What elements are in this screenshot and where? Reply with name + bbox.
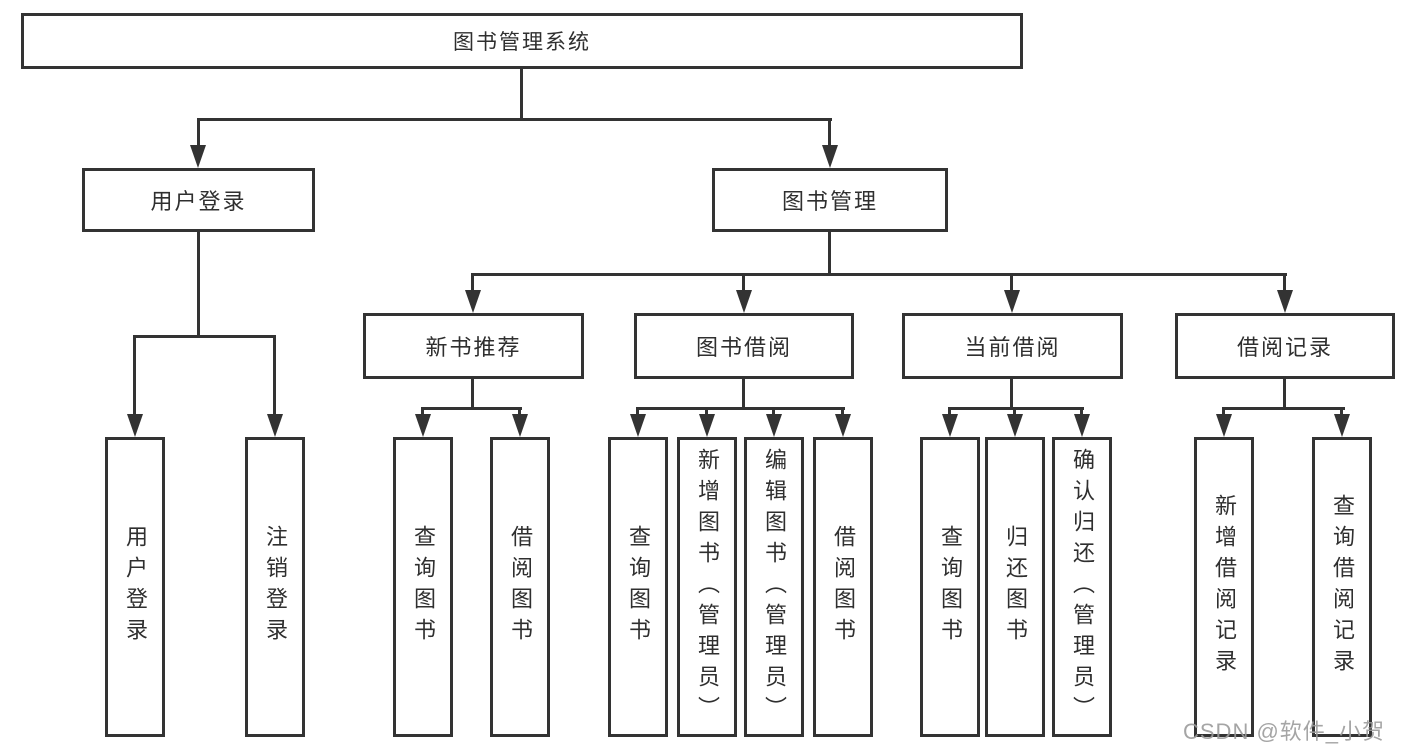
connector-book-borrow-stub [742, 379, 745, 407]
connector-drop [1340, 407, 1343, 415]
leaf-br-add-record: 新增借阅记录 [1194, 437, 1254, 737]
node-book-management-label: 图书管理 [781, 189, 878, 214]
arrowhead-down [835, 414, 851, 437]
arrowhead-down [1007, 414, 1023, 437]
connector-drop [772, 407, 775, 415]
connector-new-book-stub [471, 379, 474, 407]
leaf-cb-query-books: 查询图书 [920, 437, 980, 737]
node-book-borrow: 图书借阅 [634, 313, 854, 379]
connector-root-stub [520, 69, 523, 118]
leaf-nb-borrow-books-label: 借阅图书 [508, 525, 533, 649]
arrowhead-down [267, 414, 283, 437]
connector-drop-current-borrow [1010, 273, 1013, 290]
arrowhead-down [190, 145, 206, 168]
arrowhead-down [736, 290, 752, 313]
node-user-login-label: 用户登录 [150, 189, 247, 214]
leaf-user-login: 用户登录 [105, 437, 165, 737]
leaf-bb-borrow-books: 借阅图书 [813, 437, 873, 737]
leaf-bb-borrow-books-label: 借阅图书 [831, 525, 856, 649]
arrowhead-down [1277, 290, 1293, 313]
leaf-bb-add-books-admin: 新增图书（管理员） [677, 437, 737, 737]
connector-drop-book-management [828, 118, 831, 145]
arrowhead-down [1334, 414, 1350, 437]
connector-borrow-records-stub [1283, 379, 1286, 407]
node-new-book-recommend-label: 新书推荐 [425, 335, 522, 360]
node-current-borrow-label: 当前借阅 [964, 335, 1061, 360]
arrowhead-down [1004, 290, 1020, 313]
connector-drop-new-book [471, 273, 474, 290]
connector-drop [636, 407, 639, 415]
leaf-cb-confirm-return-admin: 确认归还（管理员） [1052, 437, 1112, 737]
arrowhead-down [630, 414, 646, 437]
connector-drop [1013, 407, 1016, 415]
connector-borrow-records-horizontal [1222, 407, 1345, 410]
connector-user-login-stub [197, 232, 200, 335]
leaf-cb-confirm-return-admin-label: 确认归还（管理员） [1070, 447, 1095, 727]
node-root-label: 图书管理系统 [453, 31, 591, 54]
connector-drop [841, 407, 844, 415]
leaf-nb-query-books: 查询图书 [393, 437, 453, 737]
node-root-system: 图书管理系统 [21, 13, 1023, 69]
leaf-cb-return-books-label: 归还图书 [1003, 525, 1028, 649]
connector-current-borrow-horizontal [948, 407, 1084, 410]
arrowhead-down [415, 414, 431, 437]
connector-drop [948, 407, 951, 415]
arrowhead-down [1216, 414, 1232, 437]
connector-drop [705, 407, 708, 415]
arrowhead-down [1074, 414, 1090, 437]
leaf-nb-borrow-books: 借阅图书 [490, 437, 550, 737]
arrowhead-down [512, 414, 528, 437]
leaf-bb-add-books-admin-label: 新增图书（管理员） [695, 447, 720, 727]
leaf-logout: 注销登录 [245, 437, 305, 737]
node-new-book-recommend: 新书推荐 [363, 313, 584, 379]
connector-drop [518, 407, 521, 415]
leaf-br-add-record-label: 新增借阅记录 [1212, 494, 1237, 680]
leaf-cb-return-books: 归还图书 [985, 437, 1045, 737]
connector-drop-leaf-user-login [133, 335, 136, 414]
node-borrow-records-label: 借阅记录 [1236, 335, 1333, 360]
leaf-bb-edit-books-admin: 编辑图书（管理员） [744, 437, 804, 737]
leaf-bb-query-books-label: 查询图书 [626, 525, 651, 649]
connector-current-borrow-stub [1010, 379, 1013, 407]
connector-drop-borrow-records [1283, 273, 1286, 290]
arrowhead-down [766, 414, 782, 437]
arrowhead-down [127, 414, 143, 437]
connector-user-login-horizontal [133, 335, 276, 338]
connector-drop [1080, 407, 1083, 415]
watermark-text: CSDN @软件_小贺同学 [1183, 719, 1386, 744]
connector-book-borrow-horizontal [636, 407, 845, 410]
connector-new-book-horizontal [421, 407, 522, 410]
arrowhead-down [822, 145, 838, 168]
node-book-borrow-label: 图书借阅 [695, 335, 792, 360]
leaf-br-query-record: 查询借阅记录 [1312, 437, 1372, 737]
connector-book-management-stub [828, 232, 831, 273]
connector-drop-user-login [197, 118, 200, 145]
connector-book-management-horizontal [471, 273, 1287, 276]
connector-drop [1222, 407, 1225, 415]
connector-drop-book-borrow [742, 273, 745, 290]
leaf-bb-edit-books-admin-label: 编辑图书（管理员） [762, 447, 787, 727]
leaf-logout-label: 注销登录 [263, 525, 288, 649]
connector-drop [421, 407, 424, 415]
leaf-bb-query-books: 查询图书 [608, 437, 668, 737]
leaf-nb-query-books-label: 查询图书 [411, 525, 436, 649]
arrowhead-down [699, 414, 715, 437]
leaf-cb-query-books-label: 查询图书 [938, 525, 963, 649]
node-book-management: 图书管理 [712, 168, 948, 232]
node-user-login: 用户登录 [82, 168, 315, 232]
leaf-user-login-label: 用户登录 [123, 525, 148, 649]
node-current-borrow: 当前借阅 [902, 313, 1123, 379]
leaf-br-query-record-label: 查询借阅记录 [1330, 494, 1355, 680]
arrowhead-down [942, 414, 958, 437]
arrowhead-down [465, 290, 481, 313]
connector-drop-leaf-logout [273, 335, 276, 414]
node-borrow-records: 借阅记录 [1175, 313, 1395, 379]
connector-root-horizontal [197, 118, 832, 121]
